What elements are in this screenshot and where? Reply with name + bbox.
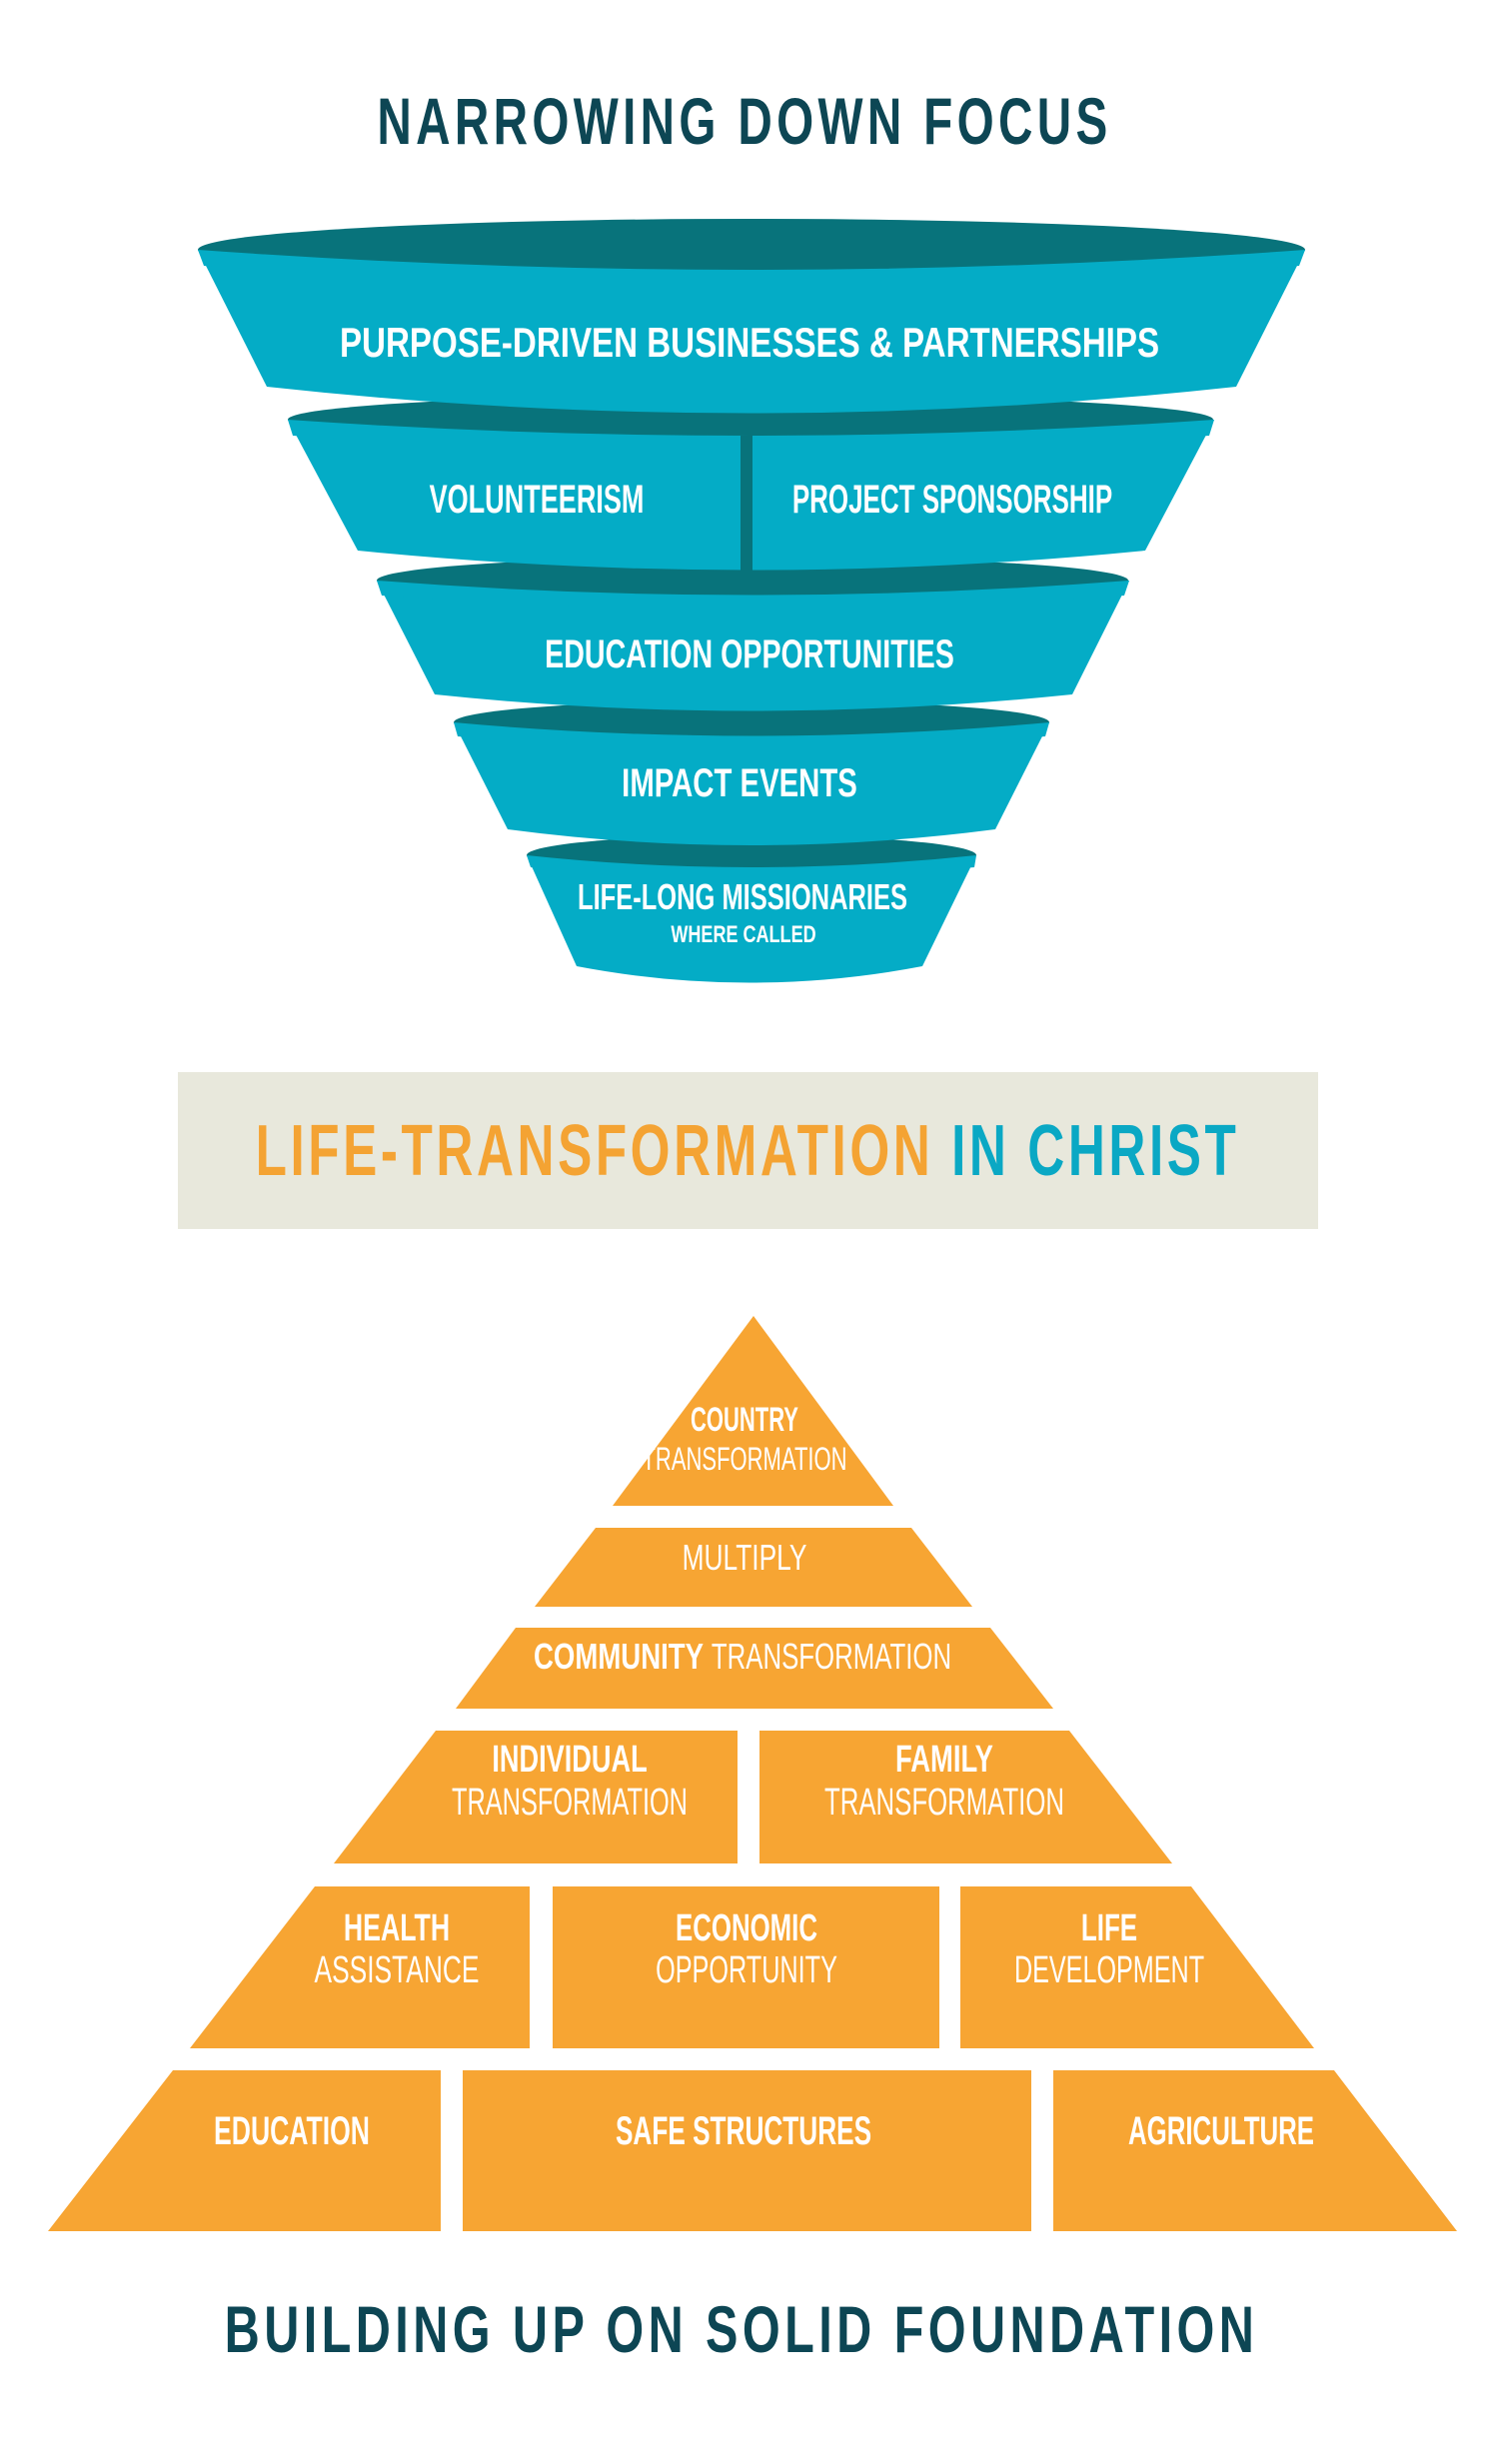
funnel-level-1-label: PURPOSE-DRIVEN BUSINESSES & PARTNERSHIPS bbox=[339, 319, 1160, 366]
banner-text: LIFE-TRANSFORMATION IN CHRIST bbox=[256, 1115, 1240, 1187]
label-country-sub: TRANSFORMATION bbox=[642, 1441, 847, 1477]
pyramid-education bbox=[48, 2070, 441, 2231]
label-community-sub: TRANSFORMATION bbox=[711, 1636, 952, 1677]
pyramid-safe-structures bbox=[463, 2070, 1031, 2231]
funnel-level-4 bbox=[454, 700, 1049, 845]
pyramid-economic bbox=[553, 1886, 939, 2048]
pyramid-agriculture bbox=[1053, 2070, 1457, 2231]
label-health-sub: ASSISTANCE bbox=[314, 1949, 480, 1991]
pyramid-health bbox=[190, 1886, 530, 2048]
funnel-level-2 bbox=[288, 395, 1214, 574]
label-economic: ECONOMIC bbox=[676, 1907, 817, 1949]
top-title: NARROWING DOWN FOCUS bbox=[377, 84, 1112, 158]
banner bbox=[178, 1072, 1318, 1229]
label-life-sub: DEVELOPMENT bbox=[1013, 1949, 1205, 1991]
label-agriculture: AGRICULTURE bbox=[1127, 2109, 1315, 2153]
label-multiply: MULTIPLY bbox=[682, 1537, 807, 1578]
pyramid-multiply bbox=[535, 1528, 972, 1607]
banner-part-1: LIFE-TRANSFORMATION bbox=[255, 1111, 934, 1191]
label-individual: INDIVIDUAL bbox=[492, 1739, 648, 1781]
funnel-education-label: EDUCATION OPPORTUNITIES bbox=[545, 632, 954, 676]
pyramid-individual bbox=[334, 1731, 738, 1863]
funnel-level-1 bbox=[198, 219, 1305, 414]
funnel bbox=[198, 219, 1305, 983]
pyramid-life bbox=[960, 1886, 1314, 2048]
bottom-title: BUILDING UP ON SOLID FOUNDATION bbox=[224, 2292, 1259, 2366]
label-economic-sub: OPPORTUNITY bbox=[656, 1949, 837, 1991]
label-life: LIFE bbox=[1080, 1907, 1138, 1949]
label-safe-structures: SAFE STRUCTURES bbox=[615, 2109, 872, 2153]
funnel-level-3 bbox=[377, 557, 1129, 711]
pyramid-family bbox=[759, 1731, 1172, 1863]
banner-part-2: IN CHRIST bbox=[951, 1111, 1240, 1191]
pyramid-community bbox=[456, 1628, 1053, 1709]
label-family: FAMILY bbox=[895, 1739, 993, 1781]
funnel-project-sponsorship-label: PROJECT SPONSORSHIP bbox=[791, 478, 1113, 522]
label-individual-sub: TRANSFORMATION bbox=[452, 1782, 688, 1824]
label-family-sub: TRANSFORMATION bbox=[824, 1782, 1064, 1824]
label-education: EDUCATION bbox=[214, 2109, 370, 2153]
funnel-missionaries-label: LIFE-LONG MISSIONARIES bbox=[577, 876, 908, 917]
funnel-volunteerism-label: VOLUNTEERISM bbox=[429, 478, 645, 522]
funnel-divider bbox=[741, 436, 752, 574]
label-country: COUNTRY bbox=[691, 1401, 798, 1439]
pyramid-country bbox=[613, 1316, 893, 1506]
pyramid bbox=[48, 1316, 1457, 2231]
funnel-where-called-label: WHERE CALLED bbox=[671, 921, 816, 948]
label-health: HEALTH bbox=[343, 1907, 451, 1949]
funnel-level-5 bbox=[527, 835, 976, 983]
label-community: COMMUNITY bbox=[534, 1636, 704, 1677]
funnel-impact-events-label: IMPACT EVENTS bbox=[622, 761, 857, 805]
